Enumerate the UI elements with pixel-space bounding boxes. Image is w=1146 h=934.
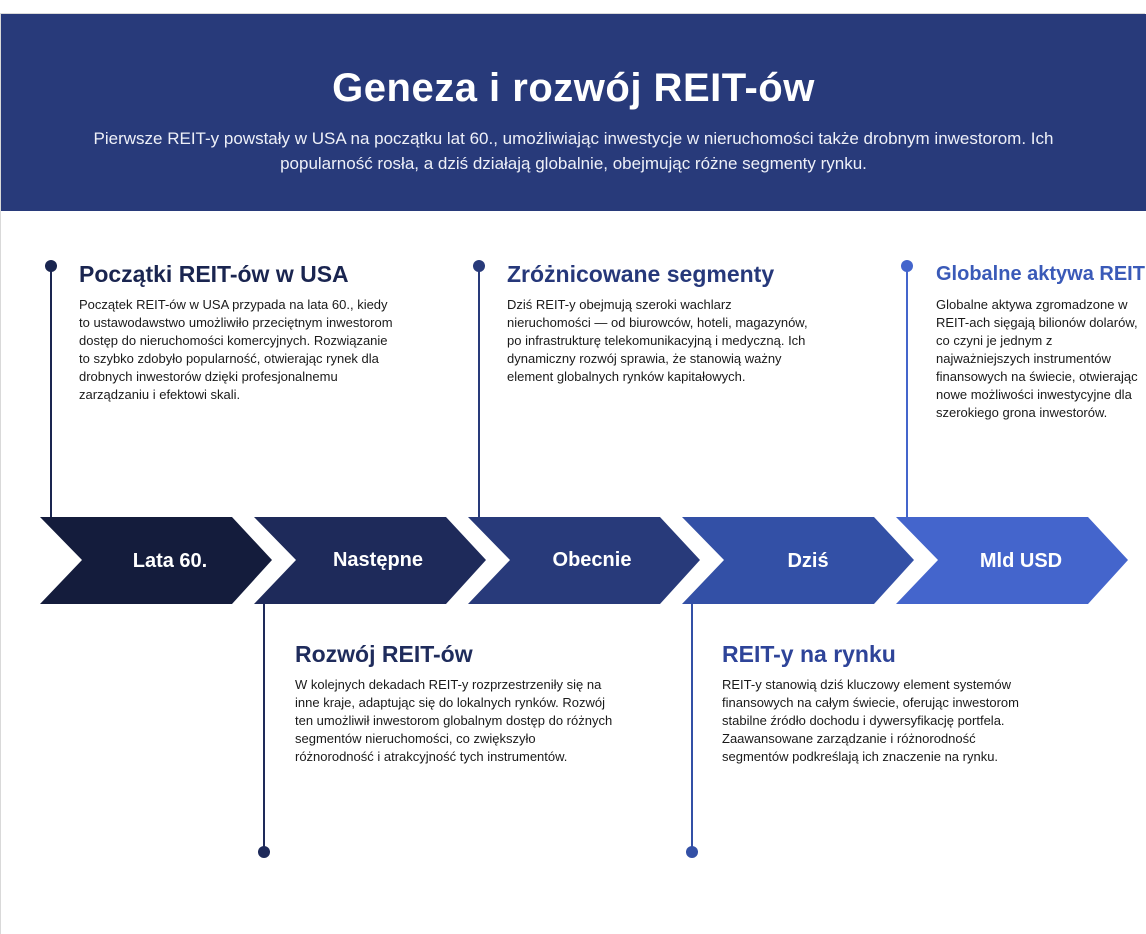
connector-dot-4 (686, 846, 698, 858)
chevron-step-3 (468, 517, 700, 604)
timeline-chevrons (40, 517, 1128, 604)
card-title: REIT-y na rynku (722, 641, 896, 667)
page-title: Geneza i rozwój REIT-ów (332, 66, 815, 110)
connector-dot-1 (45, 260, 57, 272)
card-segmenty: Zróżnicowane segmenty Dziś REIT-y obejmu… (507, 260, 817, 386)
page-frame (0, 13, 1145, 934)
card-text: Globalne aktywa zgromadzone w REIT-ach s… (936, 297, 1138, 420)
card-title: Początki REIT-ów w USA (79, 261, 349, 287)
connector-dot-5 (901, 260, 913, 272)
card-poczatki: Początki REIT-ów w USA Początek REIT-ów … (79, 260, 399, 404)
chevron-step-4 (682, 517, 914, 604)
chevron-label-2: Następne (333, 549, 423, 571)
card-title: Zróżnicowane segmenty (507, 261, 775, 287)
card-rozwoj: Rozwój REIT-ów W kolejnych dekadach REIT… (295, 640, 615, 766)
card-title: Rozwój REIT-ów (295, 641, 473, 667)
chevron-step-1 (40, 517, 272, 604)
card-text: Początek REIT-ów w USA przypada na lata … (79, 297, 393, 402)
card-na-rynku: REIT-y na rynku REIT-y stanowią dziś klu… (722, 640, 1042, 766)
card-text: Dziś REIT-y obejmują szeroki wachlarz ni… (507, 297, 808, 384)
card-title: Globalne aktywa REIT (936, 263, 1145, 285)
chevron-label-3: Obecnie (553, 549, 632, 571)
card-globalne-aktywa: Globalne aktywa REIT Globalne aktywa zgr… (936, 260, 1146, 422)
card-text: W kolejnych dekadach REIT-y rozprzestrze… (295, 677, 613, 764)
header-banner: Geneza i rozwój REIT-ów Pierwsze REIT-y … (1, 14, 1146, 211)
connector-dot-3 (473, 260, 485, 272)
page-subtitle: Pierwsze REIT-y powstały w USA na począt… (93, 129, 1054, 173)
chevron-step-2 (254, 517, 486, 604)
timeline-connectors (45, 260, 913, 858)
card-text: REIT-y stanowią dziś kluczowy element sy… (722, 677, 1019, 764)
connector-dot-2 (258, 846, 270, 858)
chevron-label-5: Mld USD (980, 550, 1062, 572)
chevron-label-1: Lata 60. (133, 550, 207, 572)
chevron-step-5 (896, 517, 1128, 604)
chevron-label-4: Dziś (787, 550, 828, 572)
